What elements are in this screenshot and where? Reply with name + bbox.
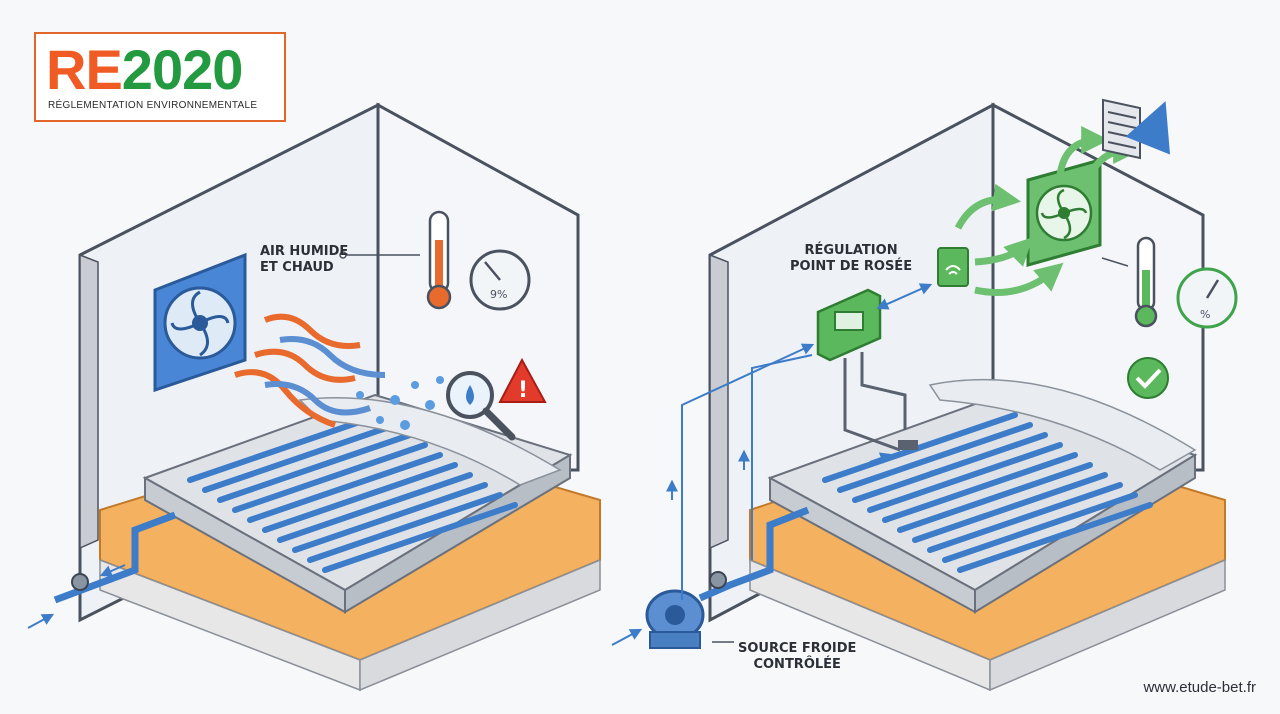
floor-flow-arrows [869, 427, 986, 523]
hot-air-arrow [254, 348, 356, 383]
right-supply-pipe [698, 506, 810, 602]
controller-icon [816, 288, 882, 362]
sensor-cable [860, 352, 907, 430]
magnifier-icon [446, 371, 516, 441]
right-floor-pipes [822, 412, 1153, 573]
dry-floor-covering [928, 378, 1197, 471]
left-floor-pipes [187, 412, 518, 573]
hygrometer-icon: 9% [469, 249, 531, 311]
thermometer-icon [426, 210, 452, 310]
controller-link-arrow [876, 283, 933, 310]
humid-air-arrow [264, 381, 371, 416]
exhaust-arrow [1125, 101, 1171, 155]
svg-text:9%: 9% [490, 288, 507, 301]
floor-sensor [898, 440, 918, 450]
right-base-layer-side [989, 558, 1226, 692]
hot-air-arrow [263, 313, 361, 349]
right-leader-line [1101, 257, 1129, 267]
fan-icon [153, 252, 247, 393]
hygrometer-icon: % [1176, 267, 1238, 329]
left-slab-side [344, 453, 571, 614]
humid-air-arrow [279, 336, 386, 378]
valve-icon [71, 573, 89, 591]
svg-text:%: % [1200, 308, 1210, 321]
left-inlet-arrow [27, 613, 55, 629]
pump-icon [645, 589, 705, 649]
dew-point-regulation-label: RÉGULATION POINT DE ROSÉE [790, 243, 913, 274]
warning-icon: ! [498, 357, 547, 403]
airflow-arrow [974, 262, 1064, 296]
left-leader-dot [339, 251, 347, 259]
airflow-arrow [1056, 126, 1110, 176]
logo-title: RE2020 [46, 38, 243, 101]
left-room: ! 9% [27, 102, 601, 692]
airflow-arrow [954, 183, 1022, 230]
svg-text:!: ! [518, 378, 528, 403]
re2020-logo: RE2020 RÉGLEMENTATION ENVIRONNEMENTALE [34, 32, 286, 122]
logo-subtitle: RÉGLEMENTATION ENVIRONNEMENTALE [48, 100, 258, 111]
left-wall-section [79, 253, 99, 550]
right-inlet-arrow [611, 628, 643, 646]
website-link[interactable]: www.etude-bet.fr [1143, 679, 1256, 696]
right-room: % [611, 98, 1238, 692]
right-wall-section [709, 253, 729, 550]
airflow-arrow [974, 237, 1033, 267]
wifi-sensor-icon [937, 247, 969, 287]
left-base-layer-side [359, 558, 601, 692]
humid-air-label: AIR HUMIDE ET CHAUD [260, 244, 349, 275]
left-return-arrow [99, 564, 126, 577]
signal-line-valve [751, 354, 813, 560]
sensor-cable [843, 358, 901, 452]
check-icon [1127, 357, 1169, 399]
hot-air-arrow [234, 369, 336, 428]
controlled-cold-source-label: SOURCE FROIDE CONTRÔLÉE [738, 641, 857, 672]
thermometer-icon [1134, 236, 1158, 328]
vent-grille-icon [1102, 98, 1141, 160]
droplets-icon [356, 376, 444, 430]
valve-icon [709, 571, 727, 589]
fan-icon [1026, 158, 1102, 267]
condensation-film [298, 397, 562, 486]
